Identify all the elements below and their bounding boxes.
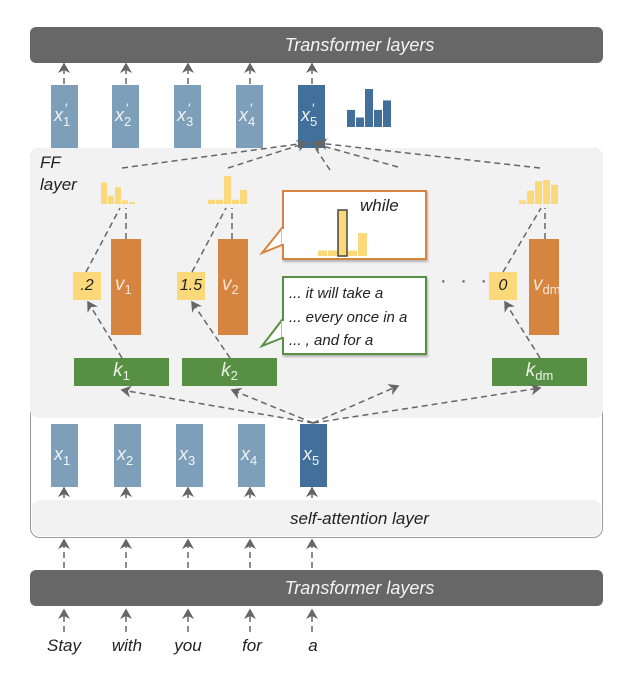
output-histogram-bar	[356, 117, 364, 127]
output-histogram-bar	[365, 89, 373, 127]
memory-coefficient-2: 1.5	[177, 272, 205, 300]
self-attention-layer: self-attention layer	[32, 500, 601, 536]
ff-layer-label: FF layer	[40, 152, 77, 196]
key-callout-line: ... , and for a	[289, 332, 374, 349]
key-callout-line: ... it will take a	[289, 285, 384, 302]
memory-coefficient-dm: 0	[489, 272, 517, 300]
output-token-2: x′2	[112, 85, 139, 148]
key-vector-1: k1	[74, 358, 169, 386]
key-vector-dm: kdm	[492, 358, 587, 386]
value-callout-word: while	[360, 196, 399, 215]
value-vector-2: v2	[218, 239, 248, 335]
ellipsis: · · ·	[440, 270, 492, 292]
transformer-layers-top: Transformer layers	[30, 27, 603, 63]
input-token-4: x4	[238, 424, 265, 487]
input-word-1: Stay	[46, 636, 82, 655]
ff-label-line1: FF	[40, 153, 61, 172]
input-token-1: x1	[51, 424, 78, 487]
memory-coefficient-1: .2	[73, 272, 101, 300]
output-token-4: x′4	[236, 85, 263, 148]
output-token-5: x′5	[298, 85, 325, 148]
output-histogram-bar	[383, 100, 391, 127]
output-histogram-bar	[374, 109, 382, 127]
value-vector-1: v1	[111, 239, 141, 335]
transformer-layers-bottom-label: Transformer layers	[284, 578, 435, 598]
transformer-layers-bottom: Transformer layers	[30, 570, 603, 606]
value-callout	[282, 190, 427, 260]
input-token-2: x2	[114, 424, 141, 487]
ff-label-line2: layer	[40, 175, 77, 194]
transformer-layers-top-label: Transformer layers	[284, 35, 435, 55]
input-word-3: you	[174, 636, 202, 655]
key-callout-line: ... every once in a	[289, 308, 408, 326]
input-word-4: for	[242, 636, 262, 655]
key-vector-2: k2	[182, 358, 277, 386]
input-word-2: with	[111, 636, 143, 655]
output-histogram	[347, 89, 391, 127]
value-vector-dm: vdm	[529, 239, 561, 335]
input-word-5: a	[308, 636, 318, 655]
output-token-1: x′1	[51, 85, 78, 148]
self-attention-label: self-attention layer	[290, 509, 429, 528]
input-token-5: x5	[300, 424, 327, 487]
input-token-3: x3	[176, 424, 203, 487]
output-token-3: x′3	[174, 85, 201, 148]
output-histogram-bar	[347, 109, 355, 127]
key-callout: ... it will take a ... every once in a .…	[282, 276, 427, 355]
